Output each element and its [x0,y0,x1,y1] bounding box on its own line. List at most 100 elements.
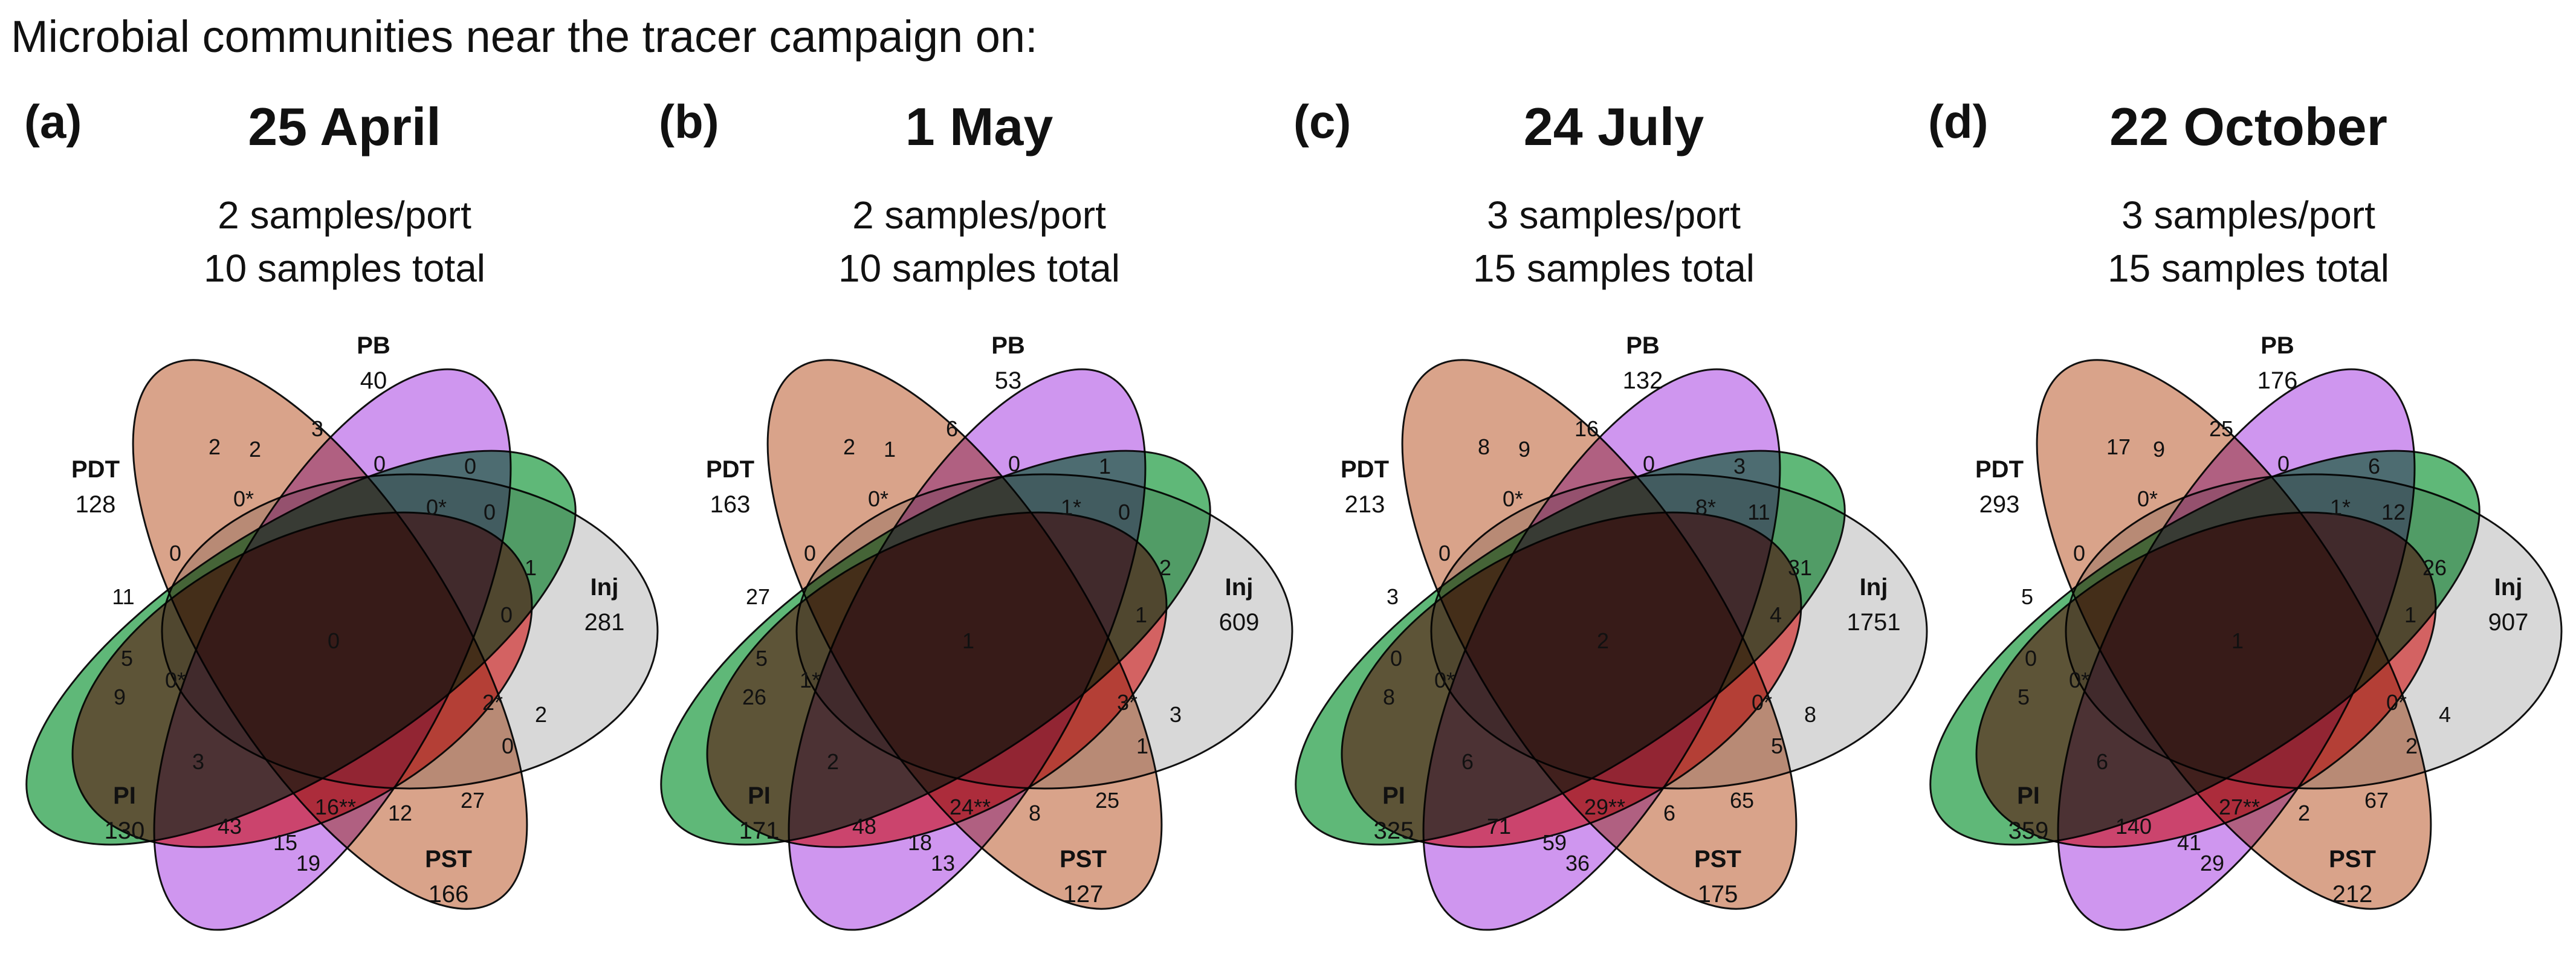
set-count-pdt: 213 [1345,491,1385,518]
region-value: 1 [525,555,537,580]
region-value: 2 [1597,628,1609,653]
set-count-pst: 175 [1698,881,1738,908]
region-value: 0 [2073,541,2085,566]
region-value: 24** [950,795,991,819]
region-value: 6 [1461,749,1474,774]
set-label-pb: PB [1626,332,1660,359]
set-label-pi: PI [2017,782,2040,809]
region-value: 0* [233,486,254,511]
region-value: 2 [209,434,221,459]
region-value: 16 [1574,416,1599,441]
region-value: 43 [218,814,242,839]
set-count-inj: 281 [584,609,625,636]
region-value: 59 [1542,830,1567,855]
region-value: 2* [482,690,503,715]
region-value: 0 [484,500,496,524]
panel-date: 25 April [248,97,441,156]
set-count-pi: 171 [739,818,780,844]
set-count-inj: 1751 [1847,609,1901,636]
set-label-inj: Inj [1860,574,1888,601]
region-value: 0* [1434,668,1455,692]
panel-samples-per-port: 2 samples/port [852,193,1106,237]
region-value: 0 [2025,646,2037,671]
region-value: 2 [843,434,855,459]
region-value: 13 [931,851,955,876]
region-value: 4 [2439,702,2451,727]
region-value: 5 [1771,734,1783,758]
set-count-pst: 127 [1063,881,1104,908]
region-value: 41 [2177,830,2201,855]
region-value: 18 [908,830,932,855]
panel-samples-per-port: 2 samples/port [218,193,471,237]
set-count-inj: 907 [2488,609,2529,636]
region-value: 5 [756,646,768,671]
region-value: 26 [2422,555,2447,580]
region-value: 36 [1565,851,1590,876]
region-value: 3 [311,416,323,441]
region-value: 25 [2209,416,2233,441]
set-label-pdt: PDT [706,456,754,483]
region-value: 31 [1788,555,1812,580]
set-label-pdt: PDT [71,456,120,483]
set-count-pst: 212 [2332,881,2373,908]
region-value: 1 [1136,734,1148,758]
set-label-inj: Inj [1225,574,1254,601]
region-value: 140 [2115,814,2152,839]
region-value: 0 [804,541,816,566]
region-value: 4 [1770,602,1782,627]
region-value: 8* [1695,495,1716,520]
set-label-inj: Inj [591,574,619,601]
set-label-pi: PI [748,782,771,809]
region-value: 17 [2106,434,2131,459]
region-value: 27 [746,584,770,609]
set-count-pdt: 163 [710,491,751,518]
region-value: 1 [884,437,896,462]
region-value: 0* [2386,690,2407,715]
region-value: 6 [2096,749,2108,774]
region-value: 48 [852,814,876,839]
set-count-pb: 176 [2257,367,2298,394]
region-value: 27 [461,788,485,813]
region-value: 8 [1029,801,1041,825]
region-value: 0 [1438,541,1451,566]
venn-set-pst-ellipse [153,368,512,931]
region-value: 5 [2021,584,2033,609]
region-value: 0 [374,451,386,476]
region-value: 1* [2330,495,2351,520]
region-value: 12 [2381,500,2406,524]
region-value: 2 [535,702,547,727]
set-count-pst: 166 [429,881,469,908]
venn-set-pst-ellipse [2057,368,2416,931]
panel-date: 22 October [2109,97,2387,156]
region-value: 0* [1752,690,1772,715]
region-value: 0 [328,628,340,653]
set-label-pi: PI [113,782,136,809]
set-label-pst: PST [425,846,472,872]
region-value: 19 [296,851,320,876]
region-value: 67 [2364,788,2389,813]
set-label-pdt: PDT [1975,456,2024,483]
region-value: 6 [1663,801,1675,825]
region-value: 8 [1804,702,1816,727]
region-value: 65 [1730,788,1754,813]
region-value: 0 [1390,646,1402,671]
region-value: 0* [165,668,186,692]
region-value: 0 [464,454,476,479]
region-value: 0 [169,541,181,566]
set-count-pb: 132 [1623,367,1663,394]
panel-samples-total: 10 samples total [204,247,485,290]
region-value: 1 [2404,602,2416,627]
region-value: 15 [273,830,297,855]
set-count-inj: 609 [1219,609,1260,636]
panel-date: 1 May [905,97,1053,156]
region-value: 9 [114,685,126,709]
region-value: 2 [1159,555,1171,580]
region-value: 27** [2219,795,2260,819]
set-label-pb: PB [2260,332,2294,359]
panel-samples-per-port: 3 samples/port [1487,193,1741,237]
region-value: 0 [2277,451,2290,476]
panel-samples-total: 15 samples total [1473,247,1755,290]
